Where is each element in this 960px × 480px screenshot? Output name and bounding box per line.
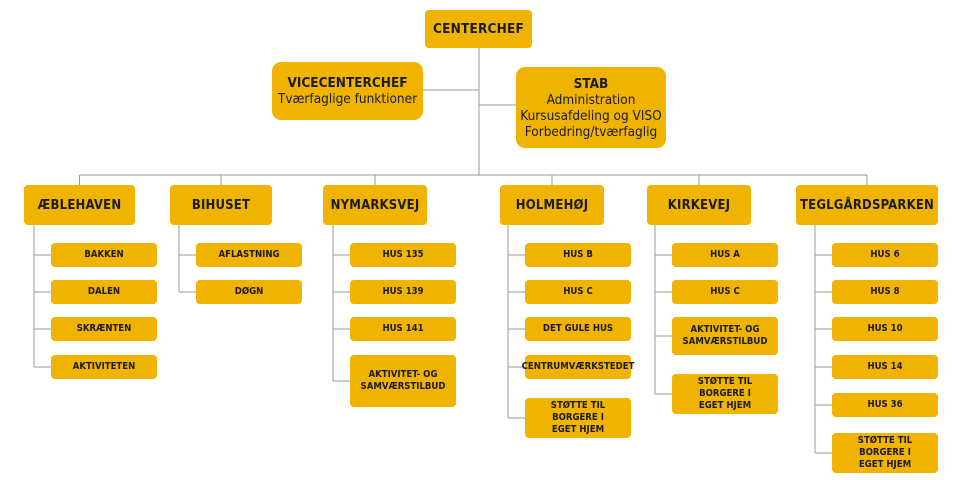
unit-label: HUS 10 <box>867 323 903 334</box>
department-box: BIHUSET <box>170 185 272 225</box>
stab-line: Administration <box>546 91 636 108</box>
unit-box: HUS A <box>672 243 778 267</box>
unit-label: AKTIVITET- OG <box>690 324 760 335</box>
centerchef-title: CENTERCHEF <box>433 21 524 37</box>
department-name: NYMARKSVEJ <box>330 197 420 213</box>
unit-box: HUS C <box>525 280 631 304</box>
stab-line: Kursusafdeling og VISO <box>520 107 662 124</box>
unit-box: HUS C <box>672 280 778 304</box>
department-box: TEGLGÅRDSPARKEN <box>796 185 938 225</box>
department-name: HOLMEHØJ <box>515 197 589 213</box>
department-name: BIHUSET <box>191 197 251 213</box>
unit-label: AKTIVITET- OG <box>368 369 438 380</box>
vicecenterchef-title: VICECENTERCHEF <box>287 75 408 91</box>
centerchef-box: CENTERCHEF <box>425 10 532 48</box>
unit-label: HUS 6 <box>870 249 900 260</box>
unit-label: DET GULE HUS <box>542 323 614 334</box>
unit-box: HUS 139 <box>350 280 456 304</box>
unit-label: HUS C <box>710 286 740 297</box>
unit-label: DALEN <box>87 286 121 297</box>
department-name: KIRKEVEJ <box>667 197 731 213</box>
unit-box: CENTRUMVÆRKSTEDET <box>522 355 634 379</box>
unit-label: HUS A <box>710 249 740 260</box>
department-box: NYMARKSVEJ <box>323 185 427 225</box>
unit-label: BAKKEN <box>84 249 124 260</box>
unit-label: HUS 8 <box>870 286 900 297</box>
unit-label: STØTTE TIL BORGERE I <box>697 376 753 399</box>
unit-box: DET GULE HUS <box>525 317 631 341</box>
unit-box: HUS 10 <box>832 317 938 341</box>
unit-box: BAKKEN <box>51 243 157 267</box>
unit-label: SAMVÆRSTILBUD <box>682 336 768 347</box>
unit-box: DØGN <box>196 280 302 304</box>
unit-box: HUS 14 <box>832 355 938 379</box>
unit-label: SKRÆNTEN <box>76 323 132 334</box>
unit-label: HUS B <box>563 249 593 260</box>
unit-label: STØTTE TIL BORGERE I <box>550 400 606 423</box>
unit-box: HUS 141 <box>350 317 456 341</box>
vicecenterchef-subtitle: Tværfaglige funktioner <box>277 91 418 107</box>
unit-label: HUS C <box>563 286 593 297</box>
unit-label: CENTRUMVÆRKSTEDET <box>521 361 635 372</box>
unit-label: EGET HJEM <box>698 400 752 411</box>
unit-box: HUS 8 <box>832 280 938 304</box>
unit-label: HUS 135 <box>382 249 424 260</box>
department-box: HOLMEHØJ <box>500 185 604 225</box>
unit-box: HUS 135 <box>350 243 456 267</box>
department-name: TEGLGÅRDSPARKEN <box>799 197 935 213</box>
unit-label: DØGN <box>234 286 264 297</box>
unit-box: AFLASTNING <box>196 243 302 267</box>
unit-label: HUS 139 <box>382 286 424 297</box>
vicecenterchef-box: VICECENTERCHEF Tværfaglige funktioner <box>272 62 423 120</box>
unit-label: AKTIVITETEN <box>72 361 136 372</box>
unit-label: AFLASTNING <box>218 249 280 260</box>
unit-label: SAMVÆRSTILBUD <box>360 381 446 392</box>
unit-box: HUS B <box>525 243 631 267</box>
unit-box: HUS 6 <box>832 243 938 267</box>
department-box: ÆBLEHAVEN <box>24 185 135 225</box>
department-name: ÆBLEHAVEN <box>37 197 122 213</box>
unit-box: SKRÆNTEN <box>51 317 157 341</box>
unit-label: STØTTE TIL BORGERE I <box>857 435 913 458</box>
unit-label: HUS 14 <box>867 361 903 372</box>
unit-label: EGET HJEM <box>551 424 605 435</box>
department-box: KIRKEVEJ <box>647 185 751 225</box>
unit-label: EGET HJEM <box>858 459 912 470</box>
unit-box: DALEN <box>51 280 157 304</box>
unit-label: HUS 141 <box>382 323 424 334</box>
stab-box: STAB Administration Kursusafdeling og VI… <box>516 67 666 148</box>
stab-line: Forbedring/tværfaglig <box>524 123 658 140</box>
unit-box: HUS 36 <box>832 393 938 417</box>
unit-label: HUS 36 <box>867 399 903 410</box>
unit-box: AKTIVITETEN <box>51 355 157 379</box>
stab-title: STAB <box>573 75 609 92</box>
